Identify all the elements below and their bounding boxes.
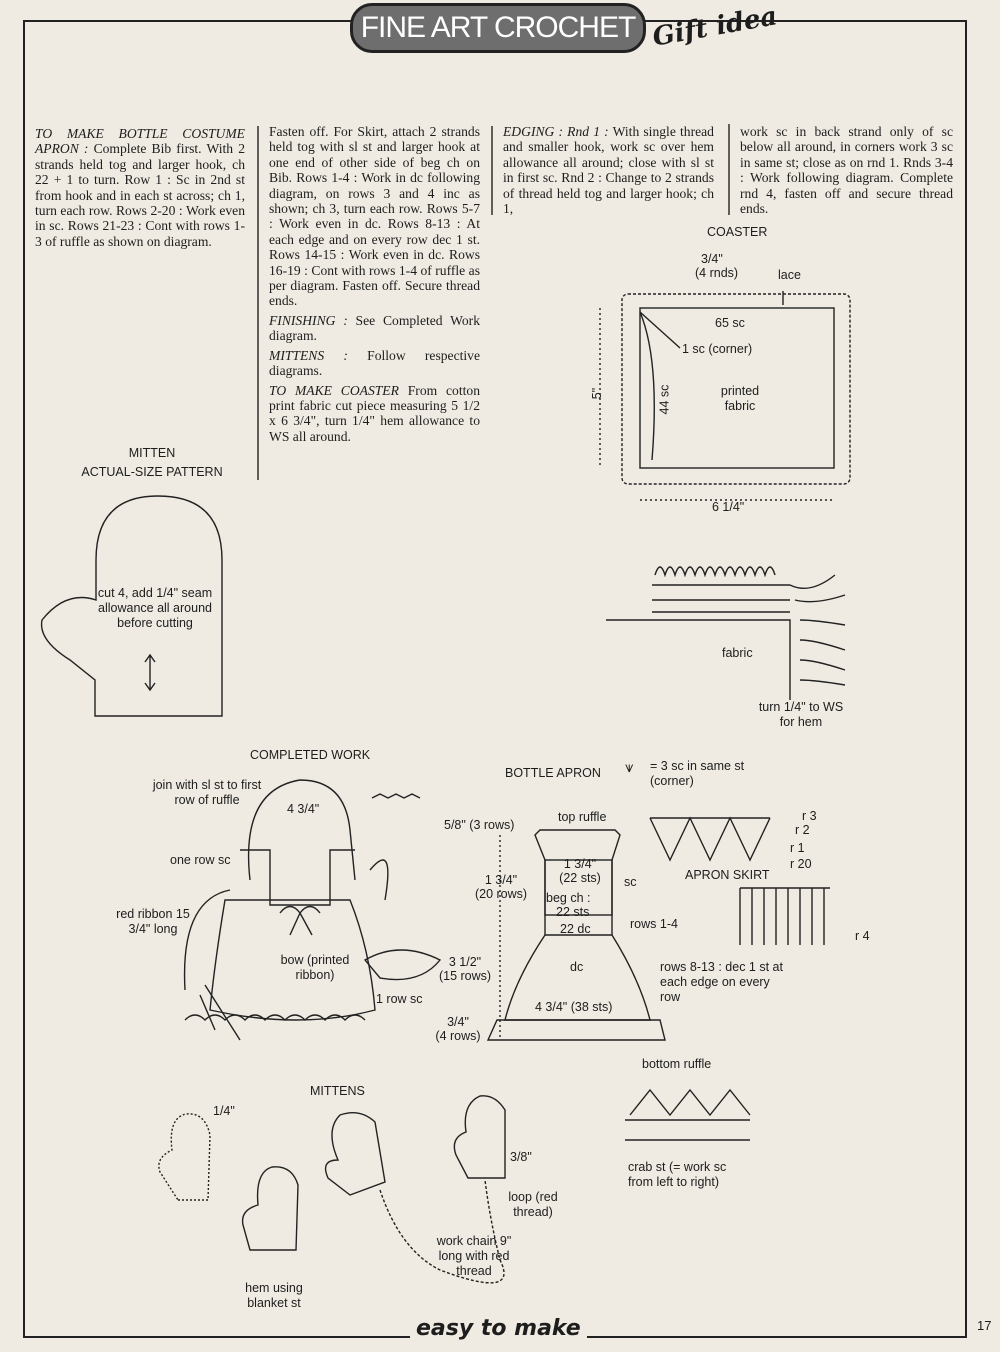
instruction-paragraph: work sc in back strand only of sc below … bbox=[740, 124, 953, 216]
instruction-text: Fasten off. For Skirt, attach 2 strands … bbox=[269, 124, 480, 309]
apron-sc: sc bbox=[624, 875, 637, 889]
mitten-pattern-note: cut 4, add 1/4" seam allowance all aroun… bbox=[97, 586, 213, 630]
apron-begch: beg ch : bbox=[546, 891, 591, 905]
apron-dc: dc bbox=[570, 960, 584, 974]
page-number: 17 bbox=[977, 1318, 992, 1333]
coaster-65sc: 65 sc bbox=[715, 316, 745, 330]
coaster-title: COASTER bbox=[707, 225, 768, 239]
coaster-width: 6 1/4" bbox=[712, 500, 745, 514]
instruction-paragraph: FINISHING : See Completed Work diagram. bbox=[269, 313, 480, 344]
coaster-top-rnds: (4 rnds) bbox=[695, 266, 739, 280]
corner-symbol: ⩛ bbox=[625, 759, 634, 776]
crab-stitch-note: crab st (= work sc from left to right) bbox=[628, 1160, 727, 1189]
coaster-height: 5" bbox=[590, 387, 605, 400]
instruction-text: Complete Bib first. With 2 strands held … bbox=[35, 141, 245, 249]
instructions-column-3: EDGING : Rnd 1 : With single thread and … bbox=[503, 124, 714, 220]
coaster-44sc: 44 sc bbox=[657, 384, 672, 415]
cw-ribbon: red ribbon 15 3/4" long bbox=[116, 907, 190, 936]
apron-rows813: rows 8-13 : dec 1 st at each edge on eve… bbox=[660, 960, 783, 1004]
instructions-column-1: TO MAKE BOTTLE COSTUME APRON : Complete … bbox=[35, 126, 245, 253]
apron-15rows: (15 rows) bbox=[438, 969, 492, 983]
instruction-paragraph: TO MAKE BOTTLE COSTUME APRON : Complete … bbox=[35, 126, 245, 249]
instruction-paragraph: MITTENS : Follow respective diagrams. bbox=[269, 348, 480, 379]
mittens-loop: loop (red thread) bbox=[508, 1190, 558, 1219]
instruction-heading: MITTENS : bbox=[269, 347, 348, 363]
coaster-fabric-label: printed fabric bbox=[720, 384, 760, 413]
instructions-column-2: Fasten off. For Skirt, attach 2 strands … bbox=[269, 124, 480, 448]
row-r1: r 1 bbox=[790, 841, 805, 855]
instruction-heading: EDGING : Rnd 1 : bbox=[503, 124, 609, 139]
completed-work-title: COMPLETED WORK bbox=[250, 748, 371, 762]
apron-legend: = 3 sc in same st (corner) bbox=[650, 759, 745, 788]
apron-top-ruffle: top ruffle bbox=[558, 810, 607, 824]
detail-fabric: fabric bbox=[722, 646, 753, 660]
instruction-text: With single thread and smaller hook, wor… bbox=[503, 124, 714, 217]
coaster-fabric bbox=[639, 307, 835, 469]
instruction-paragraph: TO MAKE COASTER From cotton print fabric… bbox=[269, 383, 480, 445]
instructions-column-4: work sc in back strand only of sc below … bbox=[740, 124, 953, 220]
mittens-q14: 1/4" bbox=[213, 1104, 235, 1118]
apron-d58: 5/8" (3 rows) bbox=[444, 818, 515, 832]
coaster-top-dim: 3/4" bbox=[701, 252, 723, 266]
cw-dim: 4 3/4" bbox=[287, 802, 320, 816]
row-r20: r 20 bbox=[790, 857, 812, 871]
coaster-lace: lace bbox=[778, 268, 801, 282]
cw-one-row: one row sc bbox=[170, 853, 231, 867]
instruction-text: From cotton print fabric cut piece measu… bbox=[269, 382, 481, 444]
section-banner: FINE ART CROCHET bbox=[350, 3, 646, 53]
apron-22dc: 22 dc bbox=[560, 922, 591, 936]
instruction-heading: TO MAKE BOTTLE COSTUME APRON : bbox=[35, 126, 245, 157]
instruction-heading: FINISHING : bbox=[269, 312, 348, 328]
instruction-paragraph: Fasten off. For Skirt, attach 2 strands … bbox=[269, 124, 480, 309]
apron-22sts: (22 sts) bbox=[559, 871, 601, 885]
coaster-lace-edge bbox=[621, 293, 851, 485]
instruction-text: See Completed Work diagram. bbox=[269, 312, 480, 344]
apron-d34: 3/4" bbox=[447, 1015, 469, 1029]
mitten-pattern-title: MITTEN bbox=[128, 446, 176, 460]
footer-brand: easy to make bbox=[410, 1316, 587, 1341]
coaster-corner: 1 sc (corner) bbox=[682, 342, 753, 356]
instruction-text: work sc in back strand only of sc below … bbox=[740, 124, 953, 217]
cw-bow: bow (printed ribbon) bbox=[280, 953, 350, 982]
instruction-paragraph: EDGING : Rnd 1 : With single thread and … bbox=[503, 124, 714, 216]
instruction-heading: TO MAKE COASTER bbox=[269, 382, 399, 398]
apron-rows14: rows 1-4 bbox=[630, 917, 678, 931]
apron-d134: 1 3/4" bbox=[563, 857, 597, 871]
detail-turn: turn 1/4" to WS for hem bbox=[758, 700, 844, 729]
apron-d312: 3 1/2" bbox=[448, 955, 482, 969]
apron-skirt-label: APRON SKIRT bbox=[685, 868, 770, 882]
apron-22stsb: 22 sts bbox=[556, 905, 590, 919]
mittens-chain: work chain 9" long with red thread bbox=[436, 1234, 512, 1278]
cw-join: join with sl st to first row of ruffle bbox=[152, 778, 262, 807]
apron-20rows: (20 rows) bbox=[474, 887, 528, 901]
apron-d134b: 1 3/4" bbox=[484, 873, 518, 887]
row-r2: r 2 bbox=[795, 823, 810, 837]
cw-row-sc: 1 row sc bbox=[376, 992, 423, 1006]
apron-title: BOTTLE APRON bbox=[505, 766, 601, 780]
mitten-pattern-outline bbox=[40, 495, 223, 717]
row-r3: r 3 bbox=[802, 809, 817, 823]
mittens-q38: 3/8" bbox=[510, 1150, 532, 1164]
row-r4: r 4 bbox=[855, 929, 870, 943]
mittens-hem: hem using blanket st bbox=[245, 1281, 303, 1310]
bottom-ruffle-label: bottom ruffle bbox=[642, 1057, 712, 1071]
instruction-text: Follow respective diagrams. bbox=[269, 347, 480, 379]
mitten-pattern-subtitle: ACTUAL-SIZE PATTERN bbox=[81, 465, 223, 479]
apron-d434: 4 3/4" (38 sts) bbox=[535, 1000, 613, 1014]
mittens-title: MITTENS bbox=[310, 1084, 365, 1098]
apron-4rows: (4 rows) bbox=[435, 1029, 481, 1043]
